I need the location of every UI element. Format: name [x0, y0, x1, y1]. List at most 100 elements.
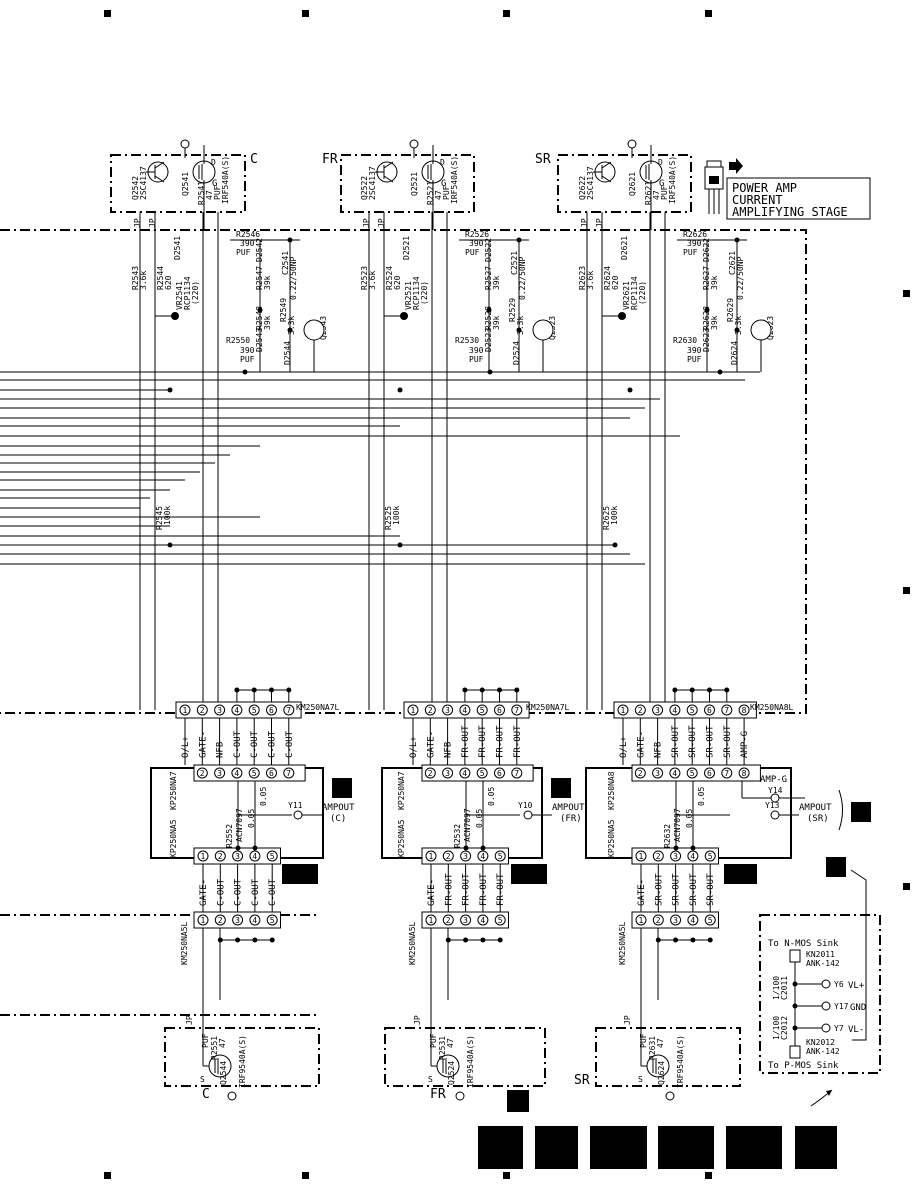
connector-bottom-ref: KM250NA5L	[408, 921, 417, 965]
pin-number: 2	[428, 706, 433, 715]
pin-label: GATE-	[426, 731, 436, 758]
heatsink-bottom-boxes	[164, 1027, 741, 1087]
r-g-puf: PUF	[469, 355, 484, 364]
pin-label: SR-OUT	[671, 725, 681, 758]
r-c-val: 390	[240, 239, 255, 248]
pin-number: 1	[429, 916, 434, 925]
rgate-top-puf: PUF	[442, 185, 451, 200]
pin-number: 2	[638, 706, 643, 715]
rgate-top-puf: PUF	[660, 185, 669, 200]
pin-label: GATE-	[637, 879, 647, 906]
r-h-ref: R2545	[155, 506, 164, 530]
npn-type: 2SC4137	[586, 166, 595, 200]
pin-number: 2	[200, 769, 205, 778]
r-a-ref: R2623	[578, 266, 587, 290]
kn2012-part: ANK-142	[806, 1047, 840, 1056]
connector-bottom-ref: KM250NA5L	[180, 921, 189, 965]
mosfet-top-ref: Q2621	[628, 172, 637, 196]
connector-mid-top-ref: KP250NA7	[397, 771, 406, 810]
rgate-top-ref: R2541	[197, 181, 206, 205]
r-d-val: 39k	[492, 275, 501, 290]
pin-number: 6	[707, 706, 712, 715]
mosfet-bot-ref: Q2624	[657, 1061, 666, 1085]
pin-number: 2	[200, 706, 205, 715]
r-a-val: 3.6k	[139, 271, 148, 290]
rgate-bot-val: 47	[446, 1038, 455, 1048]
r-c-val: 390	[687, 239, 702, 248]
r-f-ref: R2629	[726, 298, 735, 322]
mosfet-bot-ref: Q2544	[219, 1061, 228, 1085]
r-g-ref: R2530	[455, 336, 479, 345]
pin-number: 3	[235, 852, 240, 861]
d-d-ref: D2624	[730, 341, 739, 365]
jp-label: JP	[595, 218, 604, 228]
vr-val: (220)	[638, 281, 647, 305]
pin-number: 1	[411, 706, 416, 715]
pin-number: 3	[463, 852, 468, 861]
r-acn-a-val: 0.05	[247, 809, 256, 828]
connector-bottom-ref: KM250NA5L	[618, 921, 627, 965]
r-h-val: 100k	[610, 506, 619, 525]
gate-letter: G	[212, 179, 217, 189]
r-e-val: 39k	[710, 315, 719, 330]
pin-label: C-OUT	[234, 878, 244, 906]
pin-label: FR-OUT	[462, 873, 472, 906]
jp-label: JP	[580, 218, 589, 228]
d-a-ref: D2521	[402, 236, 411, 260]
npn-ref: Q2542	[131, 176, 140, 200]
pin-number: 7	[286, 769, 291, 778]
test-point	[770, 810, 780, 820]
y7-label: Y7	[834, 1024, 844, 1033]
npn-type: 2SC4137	[139, 166, 148, 200]
transistor-npn-symbol	[146, 161, 169, 183]
d-a-ref: D2621	[620, 236, 629, 260]
vr-ref: VR2621	[622, 281, 631, 310]
pin-label: SR-OUT	[723, 725, 733, 758]
mosfet-top-type: IRF540A(S)	[450, 156, 459, 204]
pin-number: 3	[655, 706, 660, 715]
ampout-label: AMPOUT	[799, 803, 832, 813]
mosfet-bottom-symbol	[640, 1000, 670, 1078]
pin-number: 3	[445, 769, 450, 778]
pin-number: 6	[269, 769, 274, 778]
r-f-ref: R2549	[279, 298, 288, 322]
r-acn-b-val: 0.05	[259, 787, 268, 806]
jp-label: JP	[413, 1015, 422, 1025]
acn-ref: ACN7097	[463, 808, 472, 842]
kn2012-label: KN2012	[806, 1038, 835, 1047]
drain-letter: D	[440, 158, 445, 167]
channel-label-sr: SR	[535, 152, 551, 167]
r-b-val: 620	[393, 275, 402, 290]
pin-number: 5	[498, 916, 503, 925]
pin-number: 7	[286, 706, 291, 715]
test-point-y14	[770, 793, 780, 803]
heatsink-top-boxes	[110, 154, 692, 213]
mosfet-bot-type: IRF9540A(S)	[676, 1035, 685, 1088]
pin-number: 6	[497, 706, 502, 715]
pin-number: 5	[498, 852, 503, 861]
pin-number: 2	[656, 916, 661, 925]
pin-label: FR-OUT	[513, 725, 523, 758]
pin-number: 4	[234, 769, 239, 778]
channel-bottom-label: SR	[574, 1073, 590, 1088]
gate-letter: G	[441, 179, 446, 189]
pin-number: 7	[514, 769, 519, 778]
pin-number: 4	[690, 916, 695, 925]
connector-mid-top-ref: KP250NA8	[607, 771, 616, 810]
connector-mid-bot-ref: KP250NA5	[169, 819, 178, 858]
rgate-bot-val: 47	[656, 1038, 665, 1048]
pin-number: 5	[252, 769, 257, 778]
pin-label: SR-OUT	[654, 873, 664, 906]
transistor-npn-symbol	[593, 161, 616, 183]
jp-label: JP	[185, 1015, 194, 1025]
pin-number: 7	[724, 769, 729, 778]
r-f-val: 3.3k	[734, 316, 743, 335]
mosfet-bot-type: IRF9540A(S)	[238, 1035, 247, 1088]
rgate-bot-val: 47	[218, 1038, 227, 1048]
connector-mid-top-ref: KP250NA7	[169, 771, 178, 810]
connector-top-ref: KM250NA8L	[750, 703, 794, 712]
vr-ref: VR2521	[404, 281, 413, 310]
registration-marks	[104, 10, 910, 1179]
